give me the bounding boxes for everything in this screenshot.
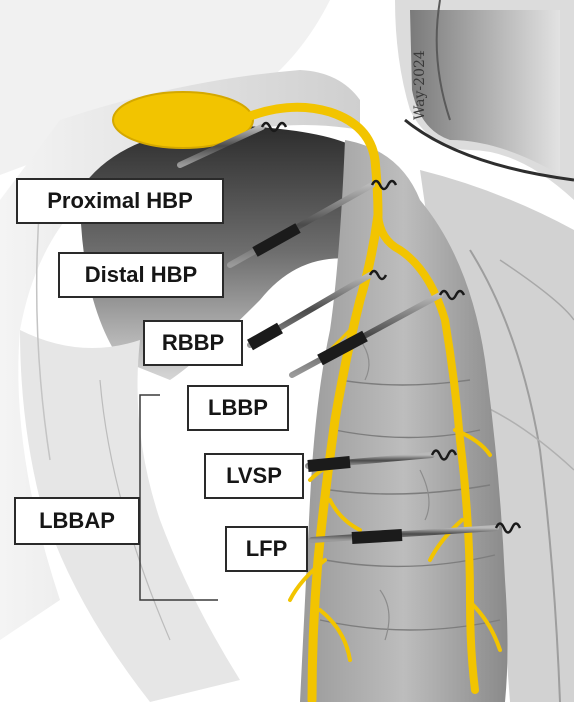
label-lvsp: LVSP — [204, 453, 304, 499]
label-rbbp: RBBP — [143, 320, 243, 366]
artist-signature: Way-2024 — [412, 50, 428, 120]
label-distal-hbp: Distal HBP — [58, 252, 224, 298]
label-proximal-hbp: Proximal HBP — [16, 178, 224, 224]
label-lbbp: LBBP — [187, 385, 289, 431]
label-lfp: LFP — [225, 526, 308, 572]
label-lbbap: LBBAP — [14, 497, 140, 545]
